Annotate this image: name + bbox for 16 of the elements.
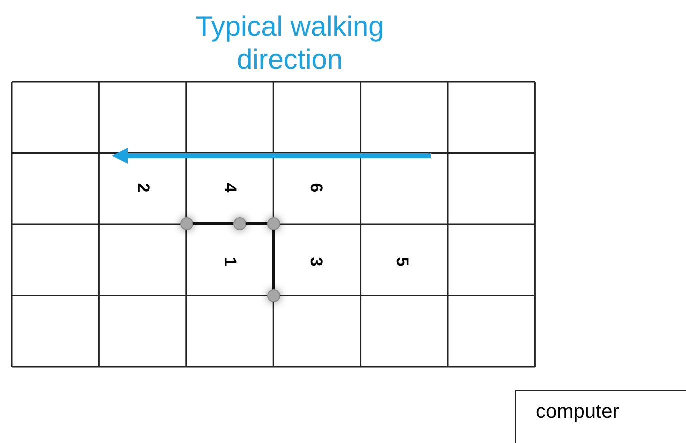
grid-point — [268, 290, 280, 302]
cell-number: 1 — [220, 256, 241, 269]
box-text: computer — [536, 401, 620, 424]
cell-number: 6 — [306, 182, 327, 195]
cell-number: 2 — [133, 182, 154, 195]
title: Typical walking direction — [194, 10, 386, 76]
grid-point — [234, 218, 246, 230]
grid-point — [268, 218, 280, 230]
connector-line — [193, 222, 234, 226]
cell-number: 5 — [392, 256, 413, 269]
cell-number: 4 — [220, 182, 241, 195]
cell-number: 3 — [306, 256, 327, 269]
grid-point — [180, 218, 194, 230]
connector-line — [246, 222, 268, 226]
label-box — [515, 390, 686, 443]
connector-line — [272, 230, 276, 290]
